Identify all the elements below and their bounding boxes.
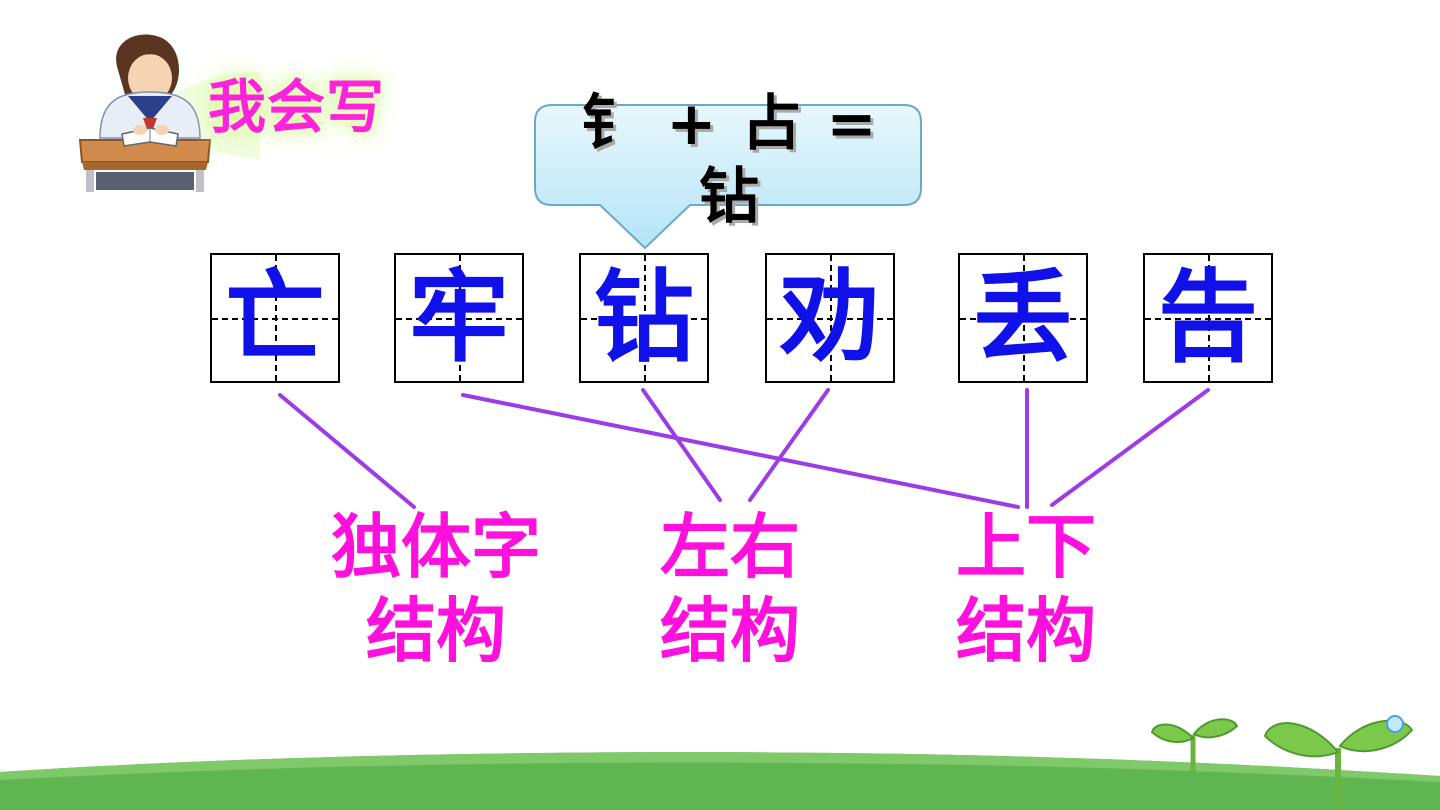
char-glyph: 告 [1158, 259, 1258, 376]
connector-line [748, 388, 830, 502]
connector-lines [278, 388, 1210, 509]
category-line2: 结构 [366, 590, 506, 672]
category-line1: 上下 [956, 506, 1096, 588]
char-box: 告 [1143, 253, 1273, 383]
char-glyph: 劝 [780, 259, 880, 376]
connector-line [641, 388, 722, 502]
speech-bubble [534, 104, 922, 250]
connector-line [1050, 388, 1210, 507]
bubble-formula-line1: 钅 + 占 = [581, 89, 879, 159]
char-box: 牢 [394, 253, 524, 383]
section-heading: 我会写 [208, 73, 386, 141]
sprout-icon [1263, 715, 1414, 810]
category-line1: 独体字 [331, 506, 541, 588]
char-glyph: 钻 [594, 259, 694, 376]
char-glyph: 丢 [973, 259, 1073, 376]
bubble-formula-line2: 钻 [699, 162, 761, 233]
category-left-right: 左右 结构 [640, 505, 820, 673]
sprout-icon [1150, 718, 1239, 772]
connector-line [278, 393, 416, 509]
char-box: 钻 [579, 253, 709, 383]
category-line1: 左右 [660, 506, 800, 588]
char-box: 劝 [765, 253, 895, 383]
category-line2: 结构 [660, 590, 800, 672]
char-box: 丢 [958, 253, 1088, 383]
char-box: 亡 [210, 253, 340, 383]
bubble-formula: 钅 + 占 = 钻 [560, 88, 900, 234]
category-line2: 结构 [956, 590, 1096, 672]
category-single: 独体字 结构 [326, 505, 546, 673]
char-glyph: 牢 [409, 259, 509, 376]
student-writing-icon [78, 34, 260, 192]
category-top-bottom: 上下 结构 [936, 505, 1116, 673]
char-glyph: 亡 [225, 259, 325, 376]
connector-line [461, 393, 1020, 509]
grass-highlight [0, 752, 1440, 782]
